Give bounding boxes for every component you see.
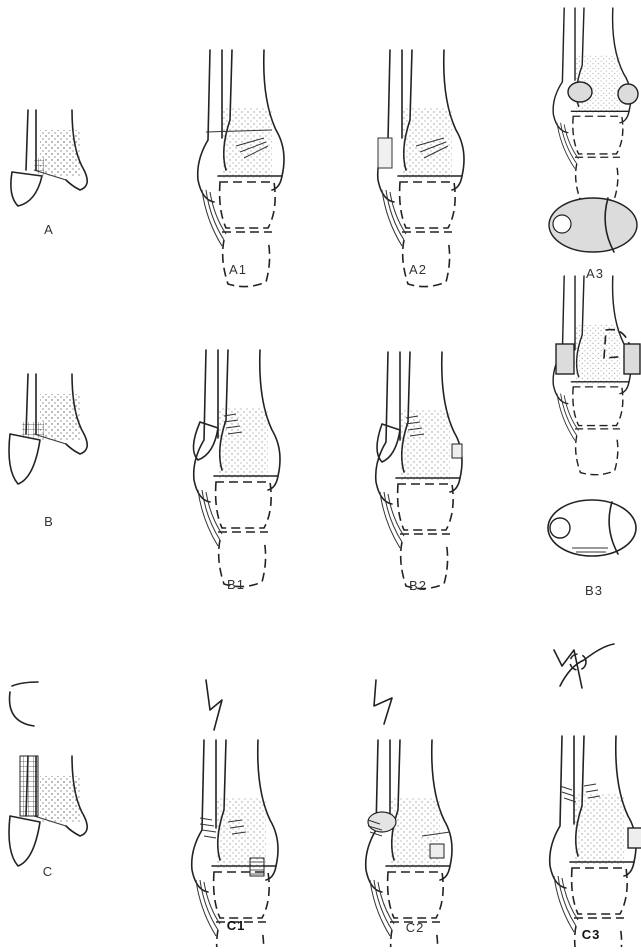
diagram-b1 — [193, 350, 280, 587]
label-b: B — [44, 514, 54, 529]
label-b1: B1 — [227, 577, 245, 592]
label-c3: C3 — [582, 927, 601, 942]
diagram-b — [9, 374, 87, 484]
diagram-b3 — [548, 276, 640, 556]
label-b2: B2 — [409, 578, 427, 593]
label-c: C — [43, 864, 53, 879]
diagram-c1 — [192, 680, 278, 947]
diagram-c3 — [550, 644, 641, 947]
diagram-c2 — [366, 680, 452, 947]
diagram-a3 — [549, 8, 638, 252]
label-a3: A3 — [586, 266, 604, 281]
diagram-a — [11, 110, 87, 206]
diagram-a1 — [198, 50, 284, 287]
label-c1: C1 — [227, 918, 246, 933]
label-a: A — [44, 222, 54, 237]
label-a1: A1 — [229, 262, 247, 277]
label-c2: C2 — [406, 920, 425, 935]
diagram-b2 — [376, 352, 462, 589]
label-b3: B3 — [585, 583, 603, 598]
diagram-c — [9, 682, 87, 866]
label-a2: A2 — [409, 262, 427, 277]
diagram-a2 — [378, 50, 464, 287]
